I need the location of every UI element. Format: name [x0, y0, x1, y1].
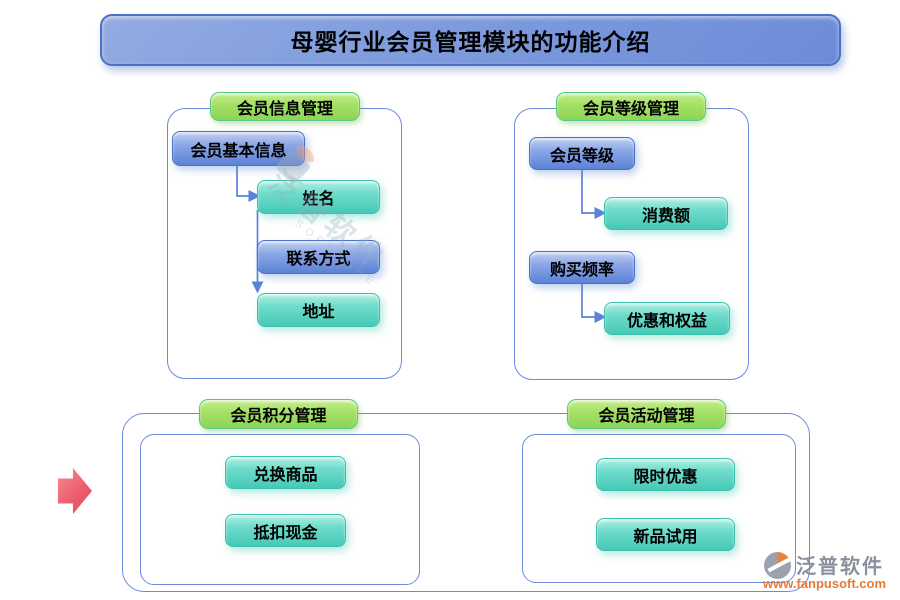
header-member-info: 会员信息管理	[210, 92, 360, 121]
node-contact: 联系方式	[257, 240, 380, 274]
header-member-points: 会员积分管理	[199, 399, 358, 429]
node-member-level: 会员等级	[529, 137, 635, 170]
node-member-basic-info: 会员基本信息	[172, 131, 305, 166]
fanpu-logo-icon	[764, 552, 791, 579]
node-purchase-frequency: 购买频率	[529, 251, 635, 284]
node-benefits: 优惠和权益	[604, 302, 730, 335]
brand-url-text: www.fanpusoft.com	[763, 576, 887, 591]
node-new-product-trial: 新品试用	[596, 518, 735, 551]
node-deduct-cash: 抵扣现金	[225, 514, 346, 547]
brand-name-text: 泛普软件	[796, 556, 884, 578]
node-address: 地址	[257, 293, 380, 327]
page-title: 母婴行业会员管理模块的功能介绍	[100, 14, 841, 66]
node-name: 姓名	[257, 180, 380, 214]
node-spend-amount: 消费额	[604, 197, 728, 230]
node-limited-offer: 限时优惠	[596, 458, 735, 491]
header-member-activity: 会员活动管理	[567, 399, 726, 429]
node-redeem-goods: 兑换商品	[225, 456, 346, 489]
brand-logo: 泛普软件 www.fanpusoft.com	[762, 547, 898, 593]
header-member-level: 会员等级管理	[556, 92, 706, 121]
